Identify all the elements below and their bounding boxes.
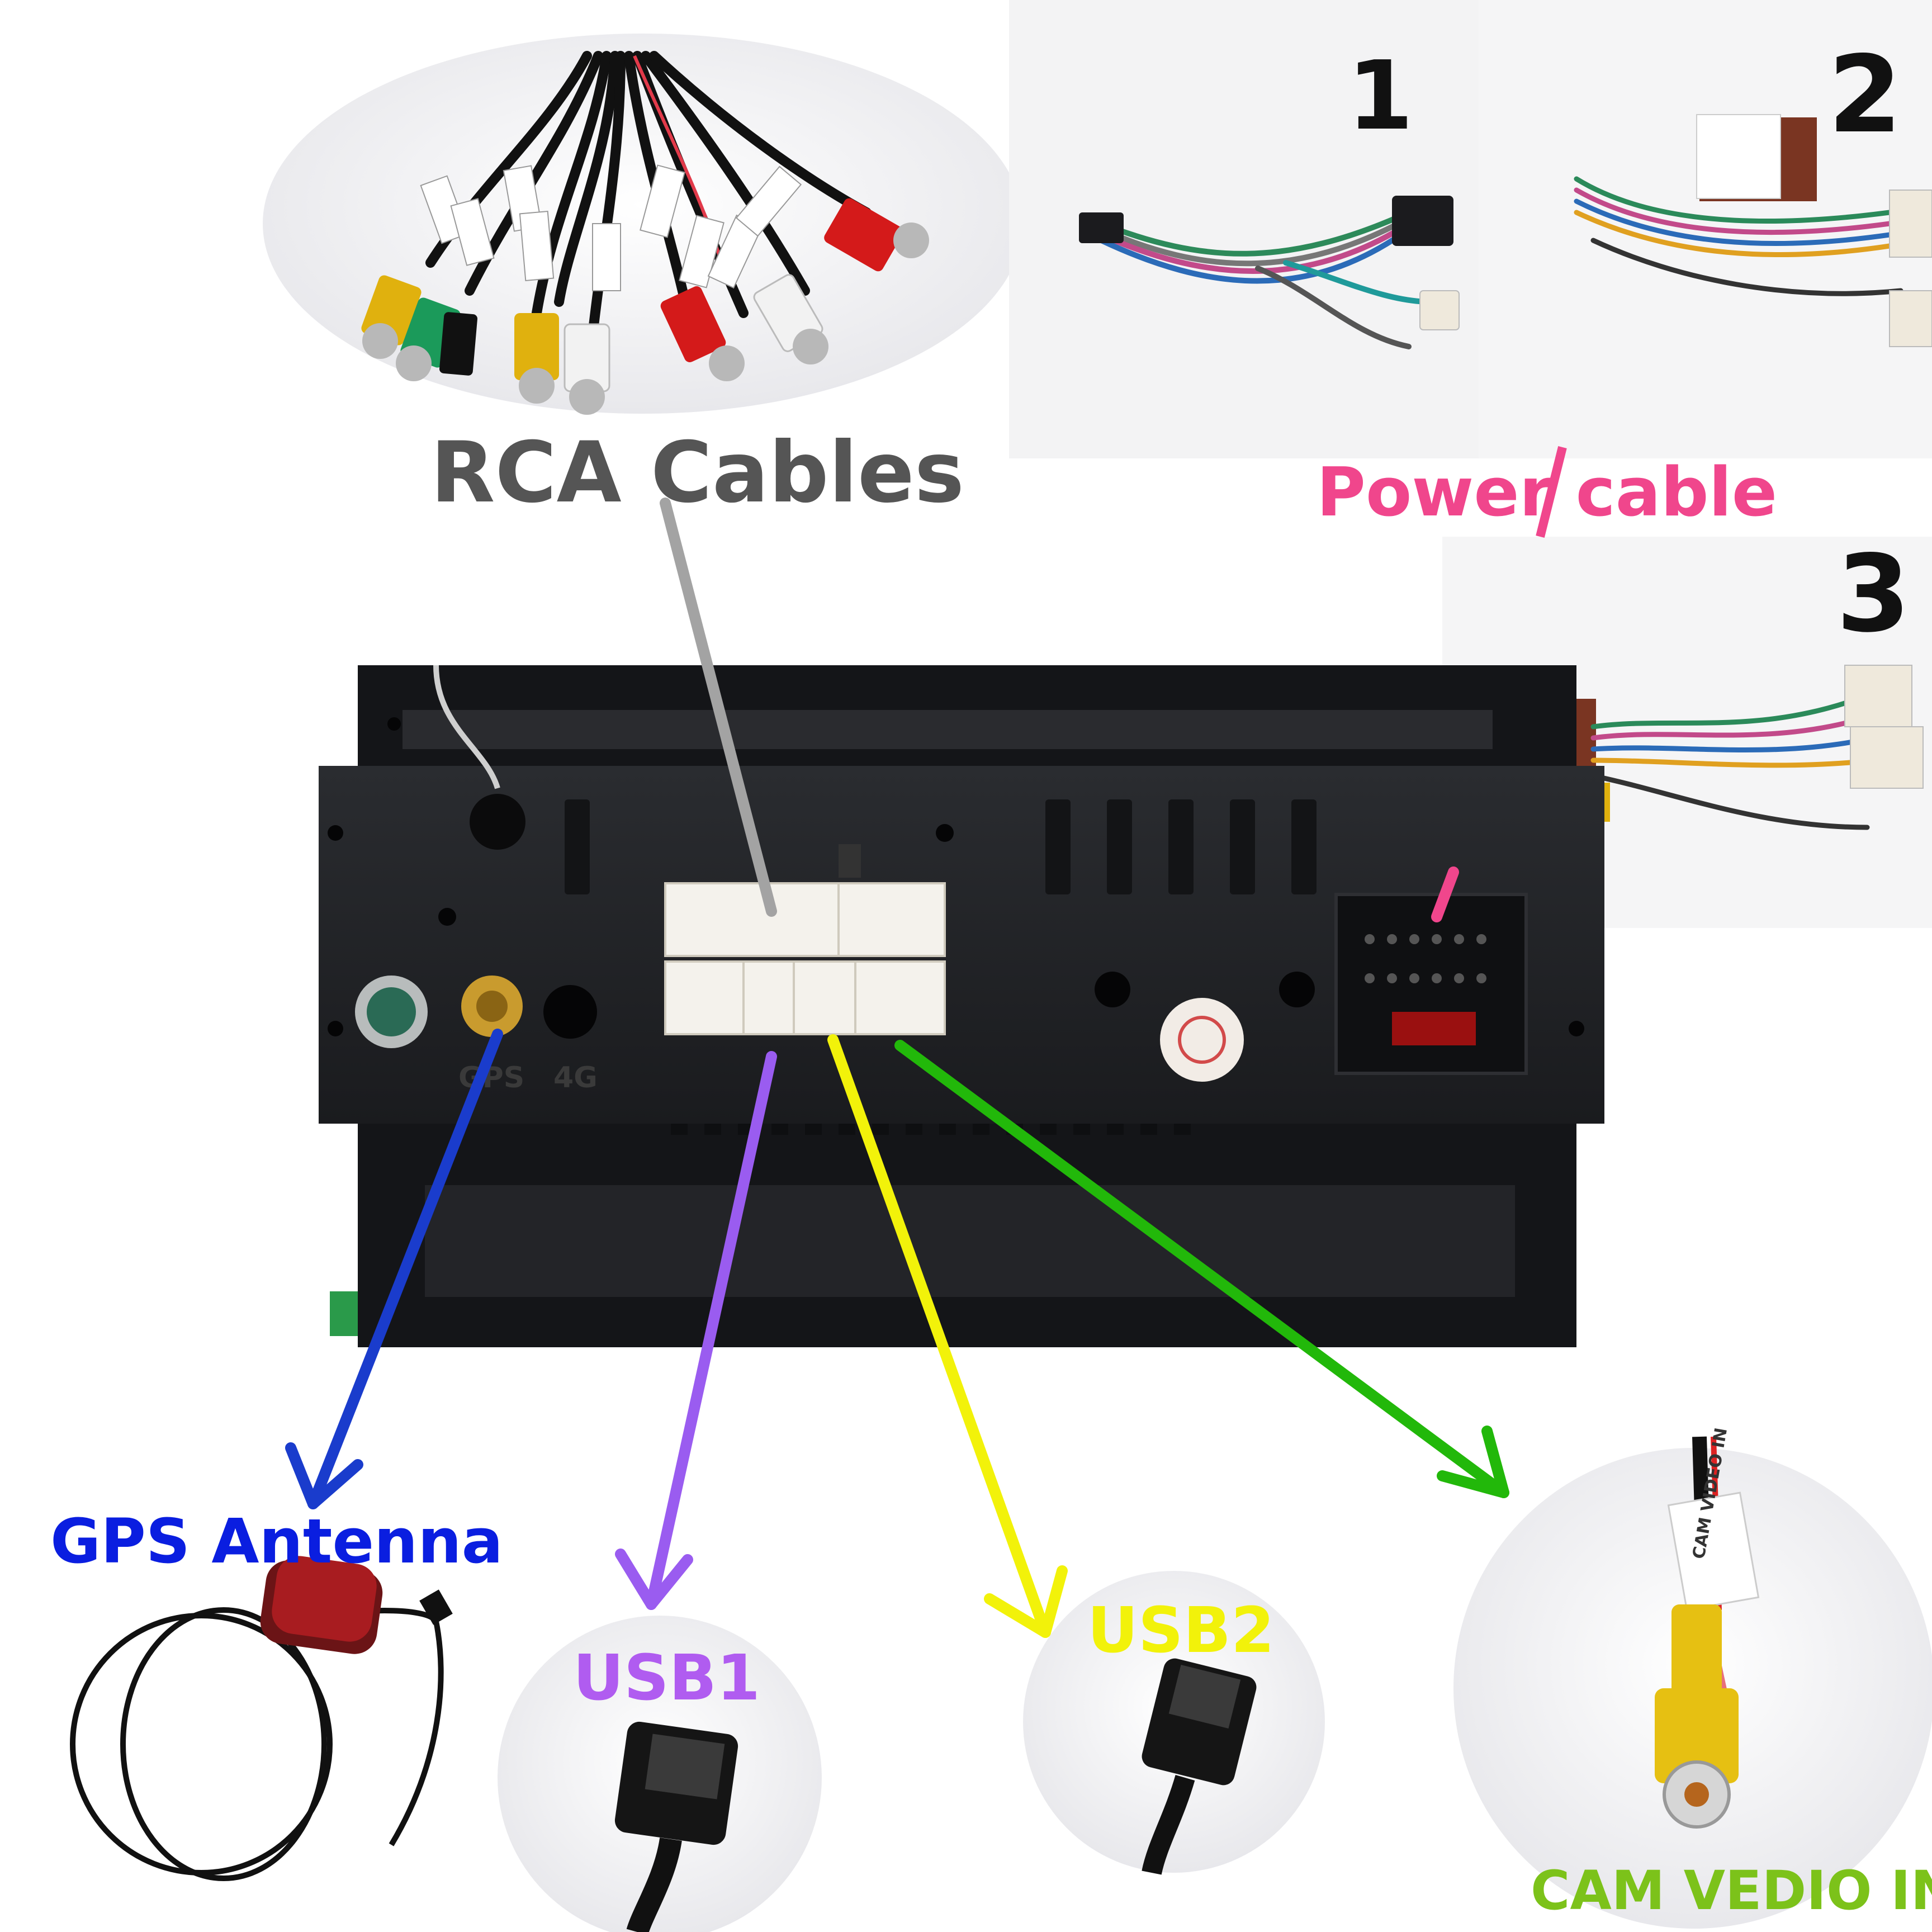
usb1-label: USB1 (573, 1642, 760, 1715)
power-harness-photo-1 (1009, 0, 1479, 458)
gps-antenna-photo (70, 1556, 453, 1881)
usb2-cable-photo (1023, 1571, 1325, 1875)
power-socket (1334, 893, 1528, 1075)
usb1-cable-photo (498, 1616, 822, 1932)
rca-cables-photo (263, 34, 1023, 415)
cam-video-in-label: CAM VEDIO IN (1531, 1859, 1932, 1922)
4g-port-tag: 4G (553, 1061, 598, 1095)
gps-arrow (285, 1029, 503, 1509)
usb2-label: USB2 (1087, 1594, 1275, 1667)
power-connector-line (1431, 866, 1459, 922)
harness-number-1: 1 (1347, 41, 1413, 151)
gps-antenna-label: GPS Antenna (50, 1505, 503, 1577)
usb1-arrow (615, 1051, 777, 1610)
harness-number-2: 2 (1828, 33, 1902, 157)
usb2-arrow (827, 1034, 1068, 1638)
rca-usb-connector-block (664, 844, 946, 1035)
cam-arrow (894, 1040, 1509, 1498)
rca-cables-label: RCA Cables (430, 424, 964, 522)
cam-video-in-photo: CAM VIDEO IN (1453, 1426, 1932, 1929)
gps-port-tag: GPS (458, 1061, 524, 1095)
harness-number-3: 3 (1836, 532, 1910, 656)
head-unit-back: GPS 4G (319, 665, 1604, 1347)
power-cable-label: Power cable (1317, 454, 1777, 532)
rca-connector-line (660, 498, 777, 917)
power-label-divider (1536, 446, 1567, 538)
power-harness-photo-2 (1479, 0, 1932, 458)
